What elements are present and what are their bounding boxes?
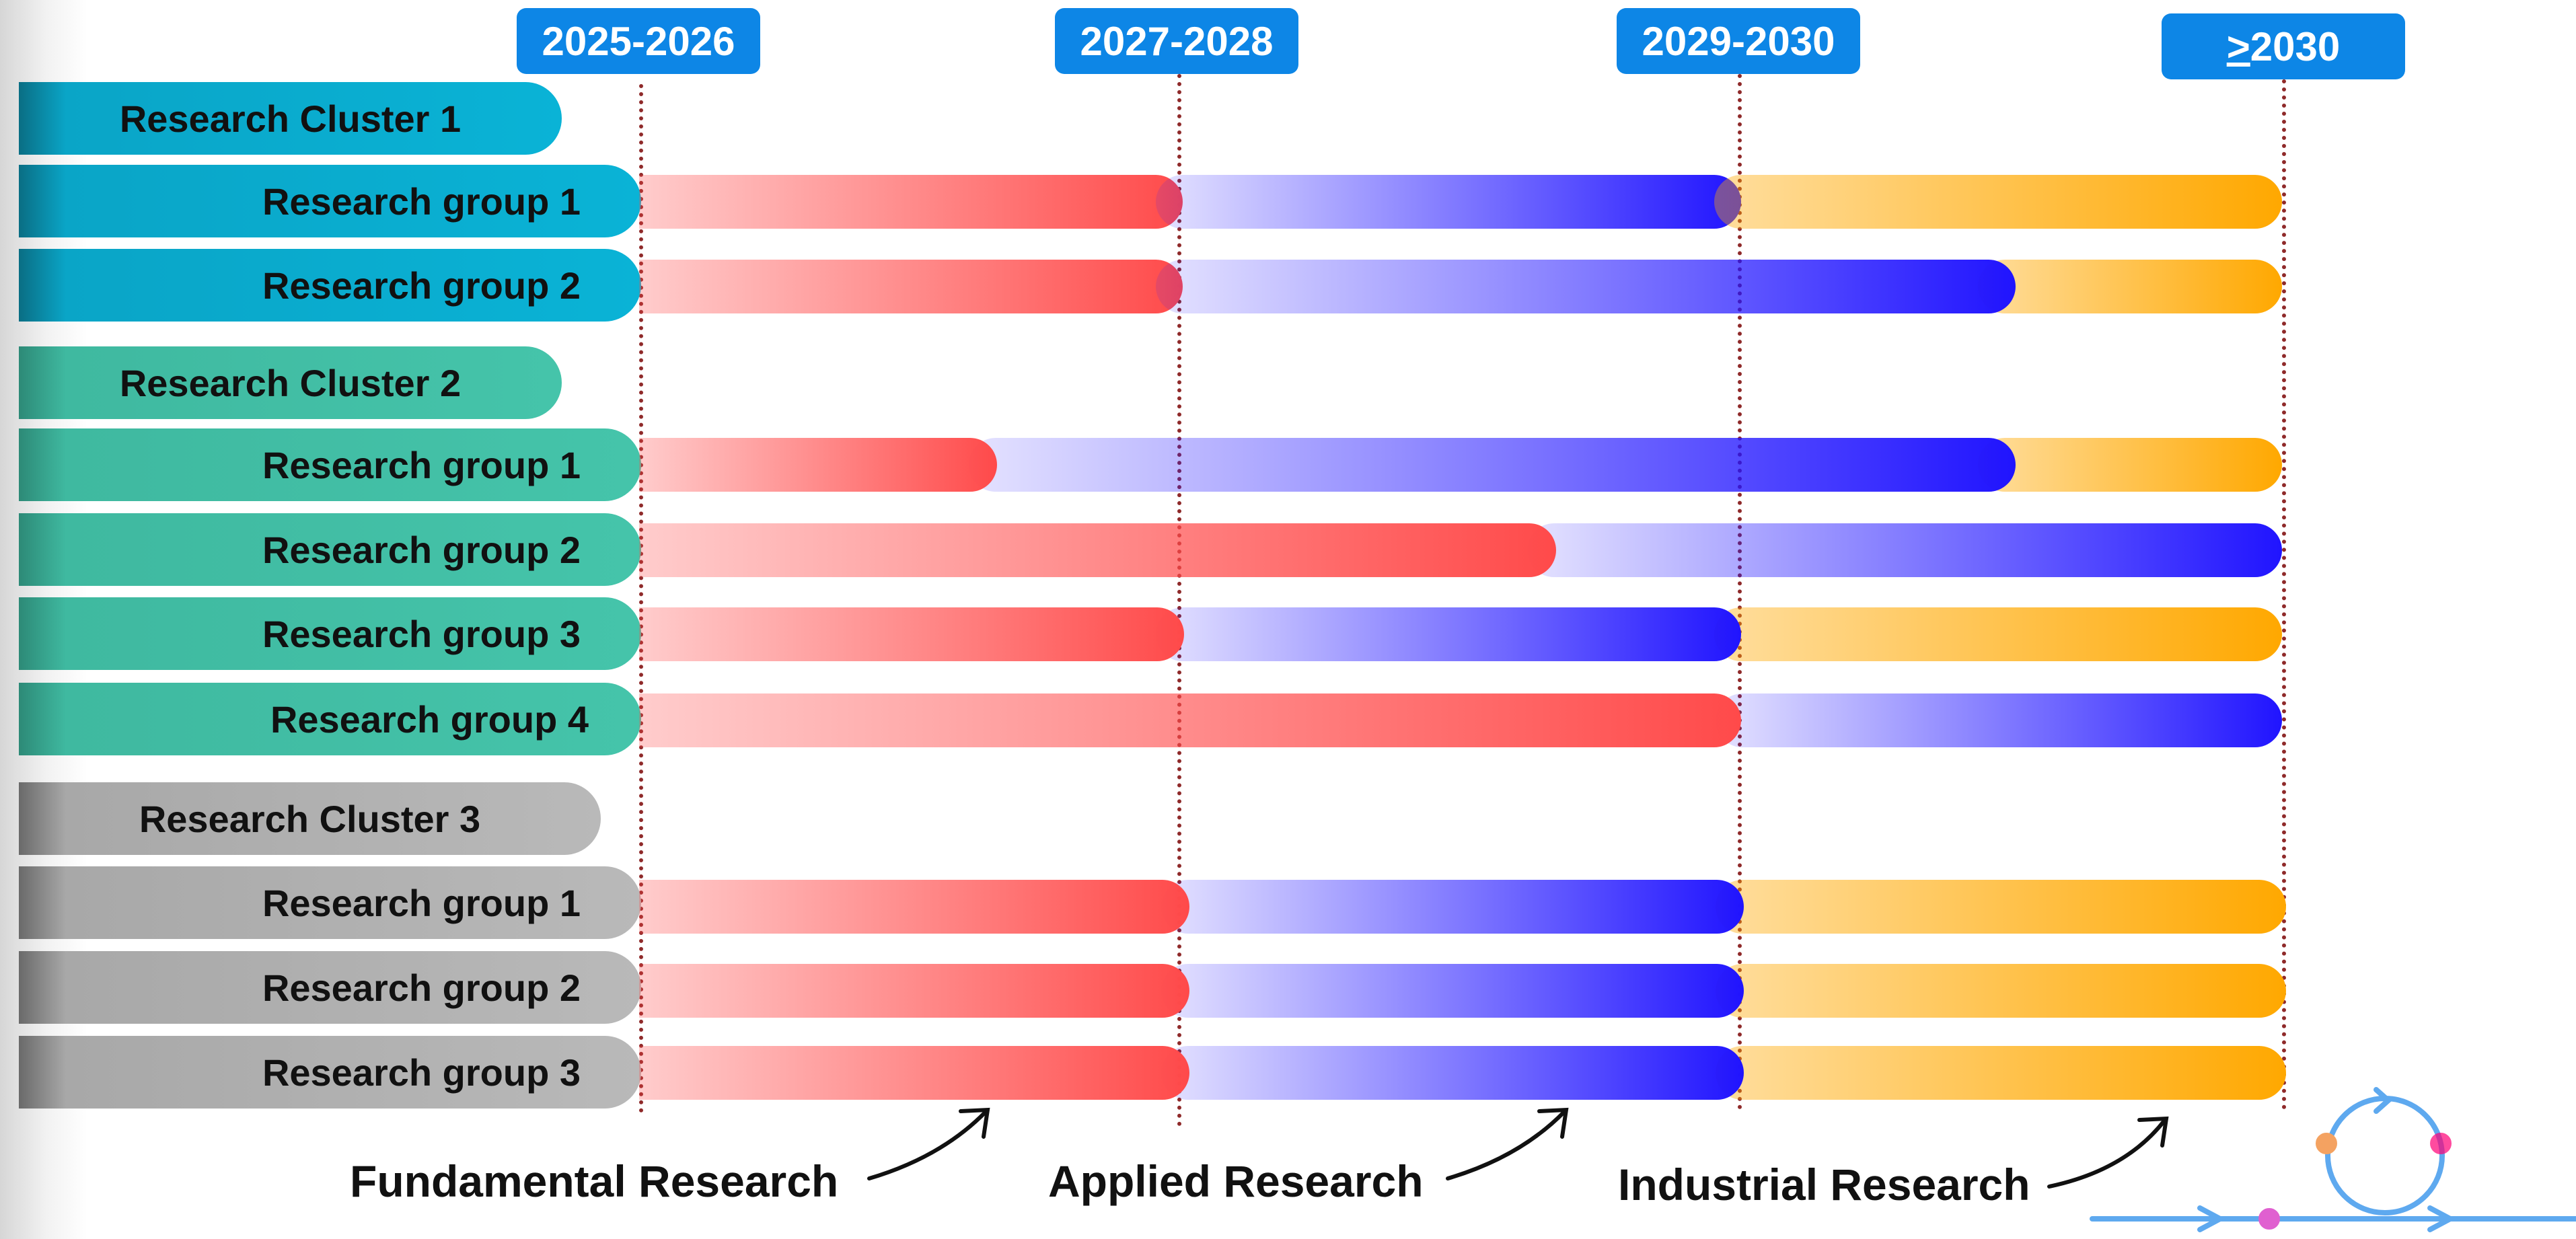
cluster-1-label: Research Cluster 1 [19,82,562,155]
c2-g3-applied-bar [1156,607,1741,661]
period-divider-2 [1177,74,1181,1127]
cycle-logo-icon [2090,1087,2576,1232]
c3-g2-fundamental-bar [639,964,1189,1018]
c3-g3-fundamental-bar [639,1046,1189,1100]
c3-g2-industrial-bar [1716,964,2286,1018]
legend-fundamental: Fundamental Research [350,1156,839,1206]
c1-g2-fundamental-bar [639,260,1183,313]
c2-g4-applied-bar [1716,693,2282,747]
cluster-2-group-1-label: Research group 1 [19,428,641,501]
period-divider-3 [1738,74,1742,1110]
cluster-2-label: Research Cluster 2 [19,346,562,419]
period-divider-1 [639,84,643,1113]
c3-g2-applied-bar [1161,964,1744,1018]
c1-g1-industrial-bar [1714,175,2282,229]
c1-g1-fundamental-bar [639,175,1183,229]
c2-g2-fundamental-bar [639,523,1556,577]
period-badge-2027-2028: 2027-2028 [1055,8,1298,74]
c2-g2-applied-bar [1527,523,2282,577]
arrow-icon-industrial [2047,1116,2169,1189]
c3-g1-industrial-bar [1716,880,2286,934]
c2-g3-industrial-bar [1714,607,2282,661]
c3-g3-industrial-bar [1716,1046,2286,1100]
arrow-icon-applied [1446,1107,1569,1180]
cluster-3-group-1-label: Research group 1 [19,866,641,939]
period-badge-2029-2030: 2029-2030 [1617,8,1860,74]
c3-g1-fundamental-bar [639,880,1189,934]
c1-g1-applied-bar [1156,175,1741,229]
cluster-3-group-2-label: Research group 2 [19,951,641,1024]
cluster-3-label: Research Cluster 3 [19,782,601,855]
c3-g1-applied-bar [1161,880,1744,934]
c1-g2-industrial-bar [1978,260,2282,313]
c1-g2-applied-bar [1156,260,2016,313]
cluster-2-group-3-label: Research group 3 [19,597,641,670]
greater-than-sign: > [2226,24,2250,69]
c2-g3-fundamental-bar [639,607,1184,661]
c2-g1-industrial-bar [1978,438,2282,492]
cluster-3-group-3-label: Research group 3 [19,1036,641,1109]
cluster-1-group-1-label: Research group 1 [19,165,641,237]
legend-applied: Applied Research [1048,1156,1424,1206]
cluster-2-group-4-label: Research group 4 [19,683,641,755]
c2-g4-fundamental-bar [639,693,1741,747]
arrow-icon-fundamental [867,1107,990,1180]
period-badge-after-2030: >2030 [2162,13,2405,79]
period-badge-2025-2026: 2025-2026 [517,8,760,74]
cluster-2-group-2-label: Research group 2 [19,513,641,586]
c2-g1-fundamental-bar [639,438,997,492]
legend-industrial: Industrial Research [1618,1160,2030,1209]
c3-g3-applied-bar [1161,1046,1744,1100]
period-divider-4 [2282,79,2286,1110]
cluster-1-group-2-label: Research group 2 [19,249,641,322]
c2-g1-applied-bar [969,438,2016,492]
